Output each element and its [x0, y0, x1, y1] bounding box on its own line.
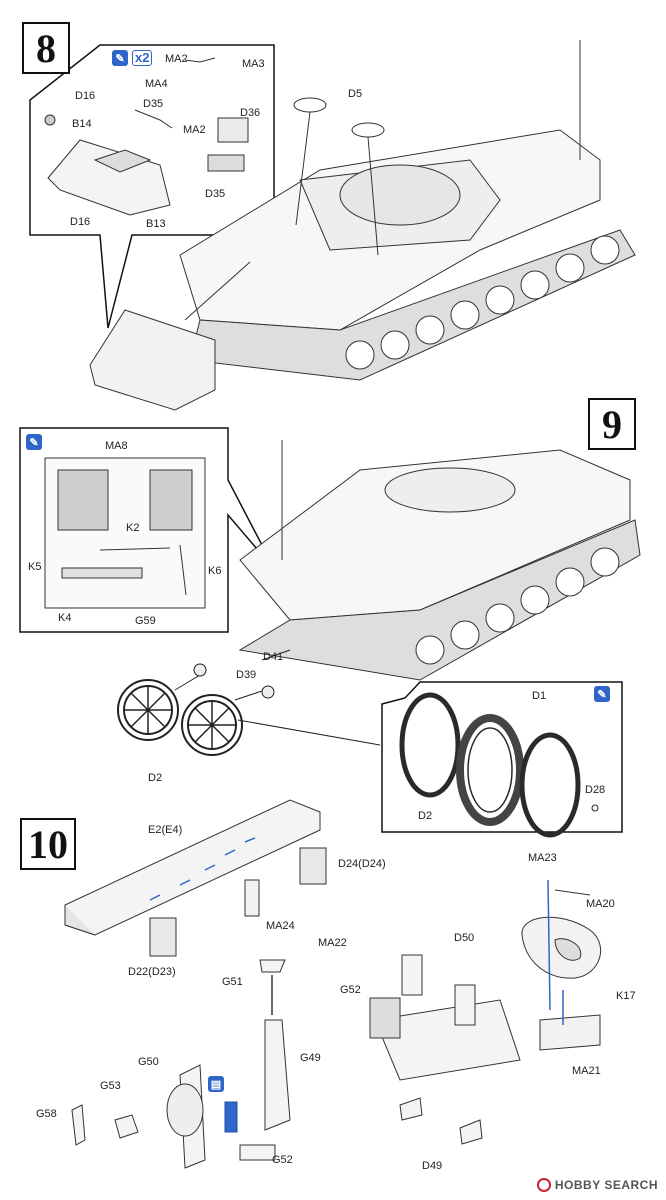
step8-hull	[179, 40, 636, 381]
label-g53: G53	[100, 1080, 121, 1092]
label-d2-tire: D2	[418, 810, 433, 822]
label-ma2-upper: MA2	[165, 53, 188, 65]
x2-badge: x2	[132, 50, 153, 66]
paintbrush-icon: ✎	[112, 50, 128, 66]
label-d49: D49	[422, 1160, 443, 1172]
label-d41: D41	[263, 651, 284, 663]
label-k4: K4	[58, 612, 72, 624]
step9-inset-panel	[44, 457, 206, 609]
label-d22-d23: D22(D23)	[128, 966, 176, 978]
label-ma4: MA4	[145, 78, 168, 90]
paintbrush-icon: ✎	[26, 434, 42, 450]
step10-suspension	[71, 959, 291, 1169]
label-ma21: MA21	[572, 1065, 601, 1077]
label-g52-lower: G52	[272, 1154, 293, 1166]
label-ma24: MA24	[266, 920, 295, 932]
step10-bogie	[369, 954, 521, 1145]
label-d16-upper: D16	[75, 90, 96, 102]
label-d16-lower: D16	[70, 216, 91, 228]
step9-idler-wheels	[117, 649, 381, 756]
step10-k17	[521, 879, 602, 1051]
step-number-10-text: 10	[28, 821, 68, 867]
label-d35-lower: D35	[205, 188, 226, 200]
label-ma2-lower: MA2	[183, 124, 206, 136]
label-b14: B14	[72, 118, 92, 130]
step8-inset-parts	[44, 57, 249, 216]
label-d39: D39	[236, 669, 257, 681]
label-g49: G49	[300, 1052, 321, 1064]
label-k6: K6	[208, 565, 222, 577]
photo-etch-icon: ▤	[208, 1076, 224, 1092]
label-d35-upper: D35	[143, 98, 164, 110]
label-ma20: MA20	[586, 898, 615, 910]
label-e2-e4: E2(E4)	[148, 824, 183, 836]
step9-tire-callout	[381, 681, 623, 833]
label-g51: G51	[222, 976, 243, 988]
label-g52-upper: G52	[340, 984, 361, 996]
label-ma22: MA22	[318, 937, 347, 949]
hobby-search-watermark: HOBBY SEARCH	[536, 1178, 658, 1192]
label-d50: D50	[454, 932, 475, 944]
step9-tires	[399, 692, 599, 838]
label-d5: D5	[348, 88, 363, 100]
watermark-text: HOBBY SEARCH	[554, 1178, 658, 1192]
label-d2-wheel: D2	[148, 772, 163, 784]
label-d28: D28	[585, 784, 606, 796]
label-g50: G50	[138, 1056, 159, 1068]
label-d36: D36	[240, 107, 261, 119]
label-ma8: MA8	[105, 440, 128, 452]
step-number-10: 10	[20, 818, 76, 870]
label-ma3: MA3	[242, 58, 265, 70]
label-b13: B13	[146, 218, 166, 230]
step9-hull	[238, 440, 641, 681]
label-d24: D24(D24)	[338, 858, 386, 870]
step-number-9: 9	[588, 398, 636, 450]
label-g58: G58	[36, 1108, 57, 1120]
step-number-9-text: 9	[602, 401, 622, 447]
step-number-8: 8	[22, 22, 70, 74]
label-k5: K5	[28, 561, 42, 573]
label-k17: K17	[616, 990, 636, 1002]
step10-beam	[64, 799, 327, 957]
step8-detached-plate	[89, 261, 251, 411]
label-k2: K2	[126, 522, 140, 534]
label-g59: G59	[135, 615, 156, 627]
hobby-search-logo-icon	[536, 1178, 551, 1192]
paintbrush-icon: ✎	[594, 686, 610, 702]
label-ma23: MA23	[528, 852, 557, 864]
step-number-8-text: 8	[36, 25, 56, 71]
label-d1: D1	[532, 690, 547, 702]
